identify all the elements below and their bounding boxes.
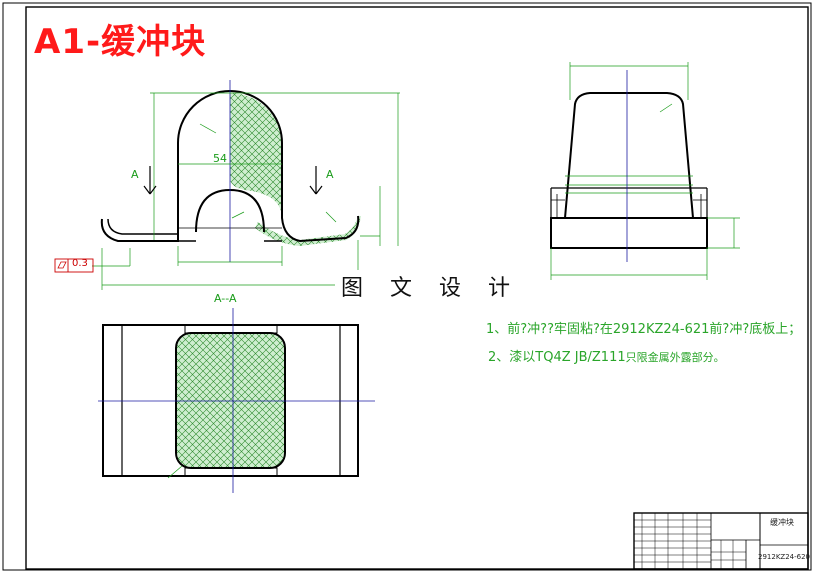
technical-note-2-tail: 只限金属外露部分。 [625,351,725,364]
section-view [98,308,375,493]
flatness-tolerance: 0.3 [72,258,88,269]
drawing-title: A1-缓冲块 [34,22,207,62]
front-view [54,80,400,290]
dimension-54: 54 [213,152,227,165]
section-marker-right: A [326,168,334,181]
watermark-text: 图 文 设 计 [335,270,526,302]
front-section-hatch [230,93,282,216]
title-block-part-name: 缓冲块 [770,518,794,527]
technical-note-2-main: 2、漆以TQ4Z JB/Z111 [488,350,626,365]
title-block-drawing-code: 2912KZ24-620 [758,553,810,561]
technical-note-2: 2、漆以TQ4Z JB/Z111只限金属外露部分。 [488,346,725,365]
inner-border [25,6,809,570]
section-marker-left: A [131,168,139,181]
section-label: A--A [214,292,237,305]
title-block [633,512,809,570]
technical-note-1: 1、前?冲??牢固粘?在2912KZ24-621前?冲?底板上； [486,322,802,337]
side-view [550,62,740,280]
